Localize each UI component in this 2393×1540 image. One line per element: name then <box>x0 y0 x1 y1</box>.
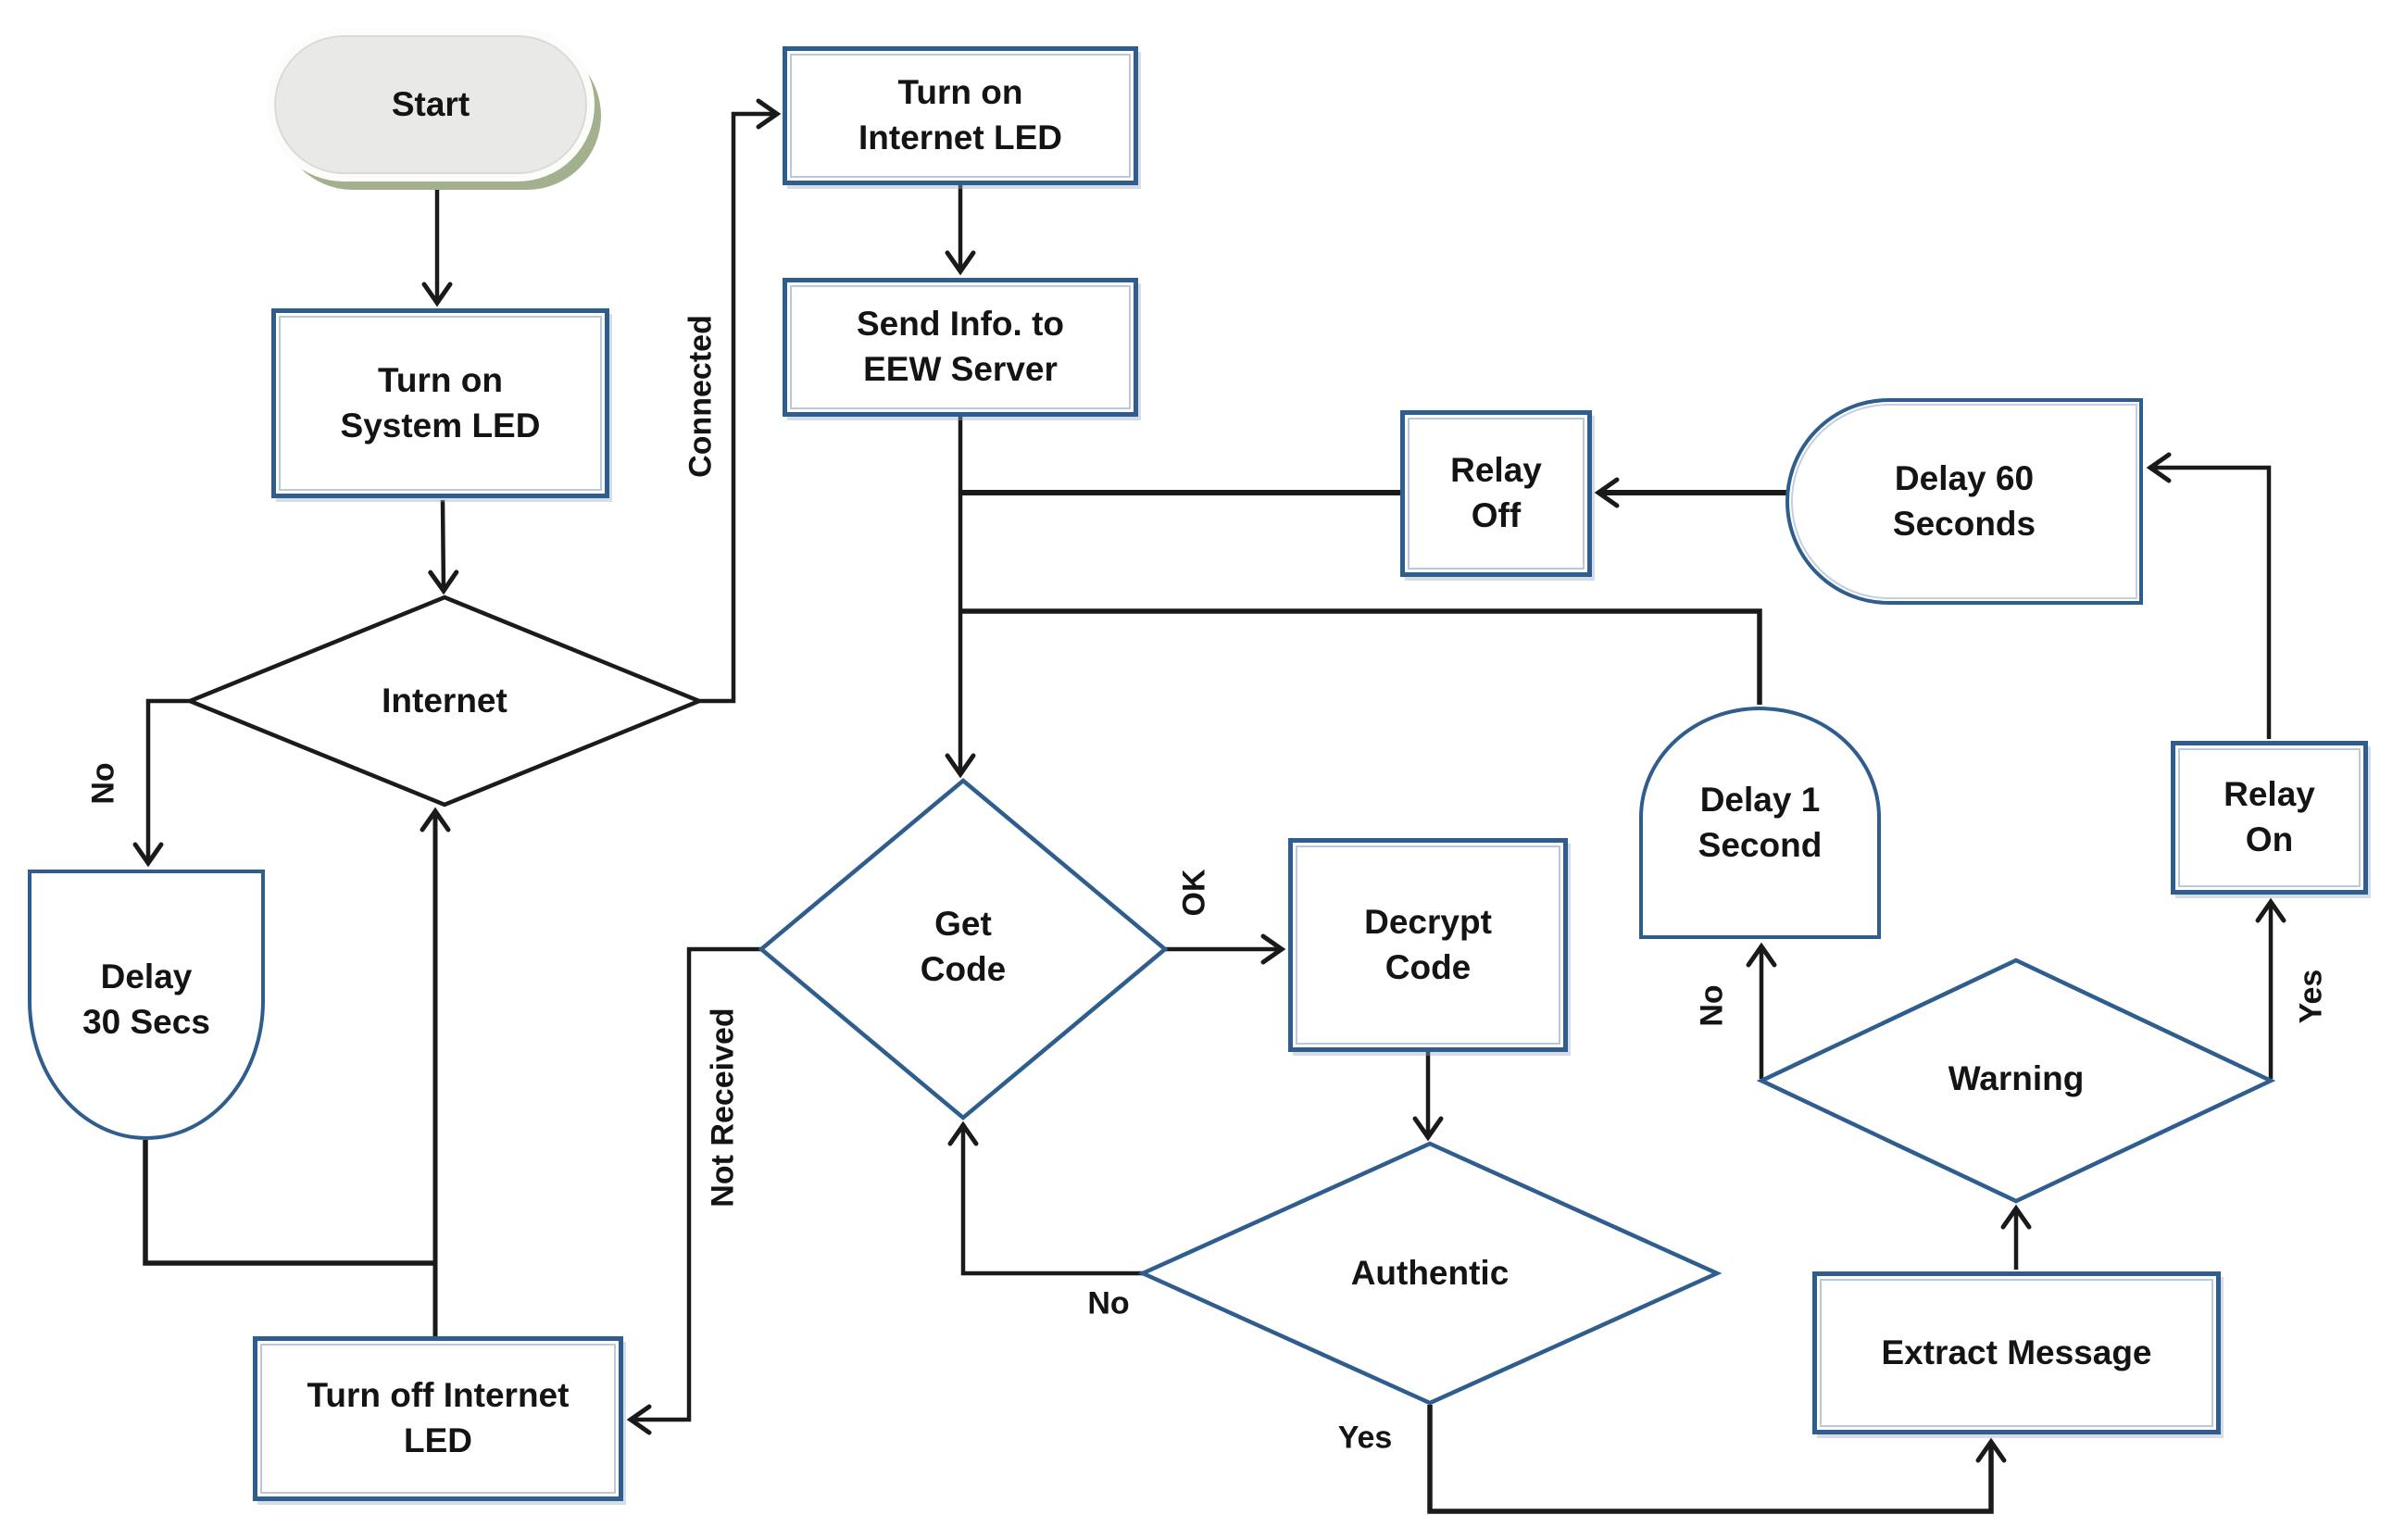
edge-authentic-yes-to-extract <box>1427 1405 2007 1514</box>
relay-on-label: Relay On <box>2224 775 2315 858</box>
process-relay-off: Relay Off <box>1400 410 1592 577</box>
internet-decision-shape <box>184 595 705 808</box>
authentic-decision-label: Authentic <box>1263 1232 1597 1315</box>
edge-label-authentic-yes: Yes <box>1337 1420 1393 1456</box>
internet-label-text: Internet <box>382 681 507 720</box>
edge-delay1-to-merge <box>962 608 1762 705</box>
process-turn-off-internet-led: Turn off Internet LED <box>253 1336 623 1501</box>
edge-label-not-received: Not Received <box>705 1008 741 1208</box>
edge-authentic-no-to-get-code <box>947 1121 1143 1276</box>
edge-relay-on-to-delay60 <box>2146 452 2272 739</box>
delay-30-secs-label: Delay 30 Secs <box>82 958 210 1041</box>
authentic-decision-shape <box>1137 1141 1723 1406</box>
delay-60-seconds-shape: Delay 60 Seconds <box>1785 398 2143 605</box>
process-decrypt-code: Decrypt Code <box>1288 838 1568 1052</box>
start-terminator: Start <box>267 28 595 182</box>
delay-1-second-shape: Delay 1 Second <box>1639 707 1881 939</box>
warning-decision-shape <box>1756 958 2276 1204</box>
turn-off-internet-led-label: Turn off Internet LED <box>307 1376 570 1459</box>
delay-1-second-label: Delay 1 Second <box>1698 780 1823 864</box>
internet-decision-label: Internet <box>306 659 583 743</box>
get-code-label-text: Get Code <box>920 905 1007 988</box>
edge-label-ok: OK <box>1176 869 1212 917</box>
process-turn-on-system-led: Turn on System LED <box>271 308 609 498</box>
edge-internet-connected-to-internet-led <box>699 98 782 704</box>
decrypt-code-label: Decrypt Code <box>1364 902 1492 986</box>
turn-on-internet-led-label: Turn on Internet LED <box>858 73 1062 157</box>
edge-label-connected: Connected <box>683 315 719 478</box>
edge-internet-no-to-delay30 <box>132 698 190 868</box>
edge-label-warning-yes: Yes <box>2293 969 2329 1024</box>
start-label: Start <box>391 84 470 123</box>
turn-on-system-led-label: Turn on System LED <box>340 360 541 444</box>
edge-label-warning-no: No <box>1694 984 1730 1027</box>
warning-label-text: Warning <box>1948 1058 2085 1097</box>
get-code-decision-shape <box>758 778 1169 1121</box>
process-extract-message: Extract Message <box>1812 1271 2221 1434</box>
send-info-label: Send Info. to EEW Server <box>856 305 1065 388</box>
edge-system-led-to-internet <box>428 499 459 595</box>
process-relay-on: Relay On <box>2171 741 2368 895</box>
edge-label-authentic-no: No <box>1087 1285 1130 1321</box>
relay-off-label: Relay Off <box>1450 451 1542 534</box>
delay-30-secs-shape: Delay 30 Secs <box>28 870 265 1140</box>
extract-message-label: Extract Message <box>1881 1333 2152 1371</box>
edge-get-code-not-received-to-turn-off-led <box>626 946 761 1435</box>
warning-decision-label: Warning <box>1877 1037 2155 1121</box>
edge-delay30-to-merge <box>143 1140 433 1266</box>
process-turn-on-internet-led: Turn on Internet LED <box>783 46 1138 185</box>
get-code-decision-label: Get Code <box>824 869 1102 1026</box>
process-send-info-to-eew-server: Send Info. to EEW Server <box>783 278 1138 417</box>
authentic-label-text: Authentic <box>1350 1253 1510 1292</box>
edge-label-internet-no: No <box>85 762 121 805</box>
delay-60-seconds-label: Delay 60 Seconds <box>1892 458 2036 543</box>
